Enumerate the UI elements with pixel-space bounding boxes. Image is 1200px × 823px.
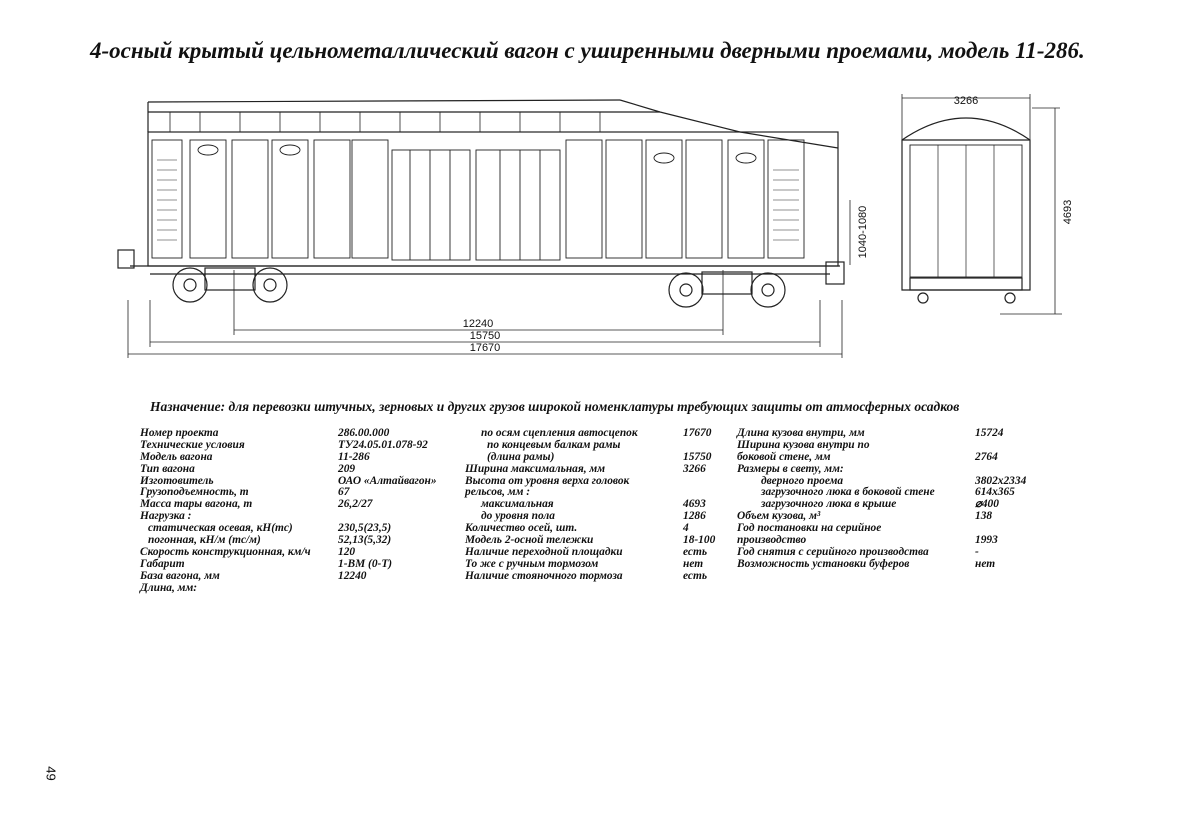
dim-frame-length: 15750 <box>470 330 501 342</box>
spec-row: Нагрузка : <box>140 510 192 523</box>
spec-row: погонная, кН/м (тс/м)52,13(5,32) <box>148 534 392 547</box>
spec-row: рельсов, мм : <box>465 486 531 499</box>
spec-row: статическая осевая, кН(тс)230,5(23,5) <box>148 522 392 535</box>
spec-row: Размеры в свету, мм: <box>737 462 844 475</box>
bogie-right <box>668 271 786 308</box>
spec-row: Год постановки на серийное <box>737 522 882 535</box>
spec-row: по концевым балкам рамы <box>487 438 621 451</box>
page-title: 4-осный крытый цельнометаллический вагон… <box>90 38 1085 63</box>
bogie-left <box>172 267 288 303</box>
purpose-text: Назначение: для перевозки штучных, зерно… <box>150 399 960 414</box>
dim-floor-height: 1040-1080 <box>857 206 869 259</box>
dim-coupling-length: 17670 <box>470 342 501 354</box>
spec-row: Количество осей, шт.4 <box>465 522 689 535</box>
dim-base: 12240 <box>463 318 494 330</box>
spec-row: Высота от уровня верха головок <box>465 474 630 487</box>
spec-row: Ширина кузова внутри по <box>737 438 870 451</box>
dim-width: 3266 <box>954 95 978 107</box>
spec-row: Год снятия с серийного производства- <box>737 545 979 558</box>
end-view <box>901 94 1062 315</box>
page-number: 49 <box>43 766 59 781</box>
spec-row: загрузочного люка в крыше⌀400 <box>761 498 999 511</box>
spec-row: (длина рамы)15750 <box>487 450 712 463</box>
dim-height: 4693 <box>1062 200 1074 224</box>
spec-row: Длина, мм: <box>140 581 198 594</box>
side-view-body <box>147 131 839 267</box>
